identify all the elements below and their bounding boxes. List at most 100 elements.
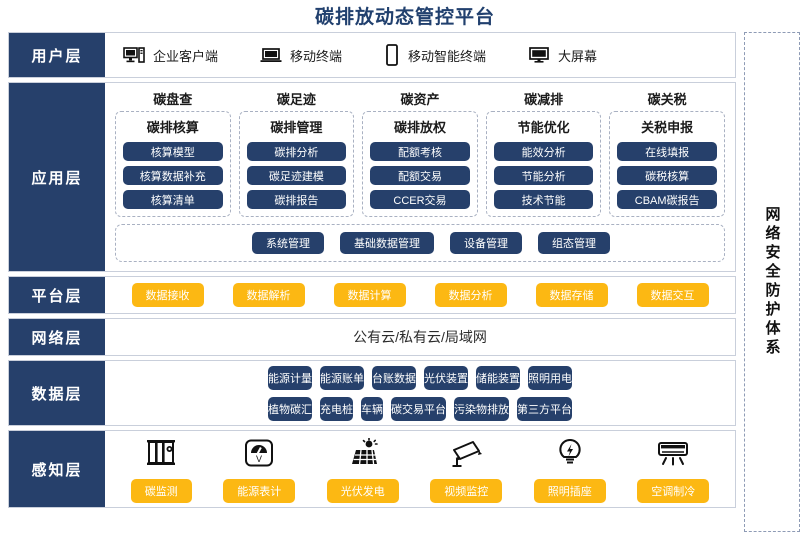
sensing-item-lighting-socket[interactable]: 照明插座 <box>533 434 606 503</box>
app-function-button[interactable]: 碳排分析 <box>246 142 347 161</box>
app-column-carbon-tariff: 碳关税 关税申报 在线填报 碳税核算 CBAM碳报告 <box>609 89 725 217</box>
app-column-title: 碳足迹 <box>276 92 316 107</box>
app-box-title: 关税申报 <box>641 120 694 135</box>
data-button-storage-device[interactable]: 储能装置 <box>476 365 520 390</box>
platform-button-data-receive[interactable]: 数据接收 <box>131 283 204 307</box>
app-column-carbon-reduction: 碳减排 节能优化 能效分析 节能分析 技术节能 <box>485 89 602 217</box>
monitor-icon <box>528 46 550 64</box>
app-column-carbon-inventory: 碳盘查 碳排核算 核算模型 核算数据补充 核算清单 <box>115 89 231 217</box>
sensing-item-label: 视频监控 <box>430 478 503 503</box>
platform-button-data-exchange[interactable]: 数据交互 <box>636 283 709 307</box>
app-column-title: 碳减排 <box>524 92 564 107</box>
desktop-tower-icon <box>123 46 145 64</box>
data-button-pv-device[interactable]: 光伏装置 <box>424 365 468 390</box>
layer-platform-body: 数据接收 数据解析 数据计算 数据分析 数据存储 数据交互 <box>105 277 735 313</box>
cctv-camera-icon <box>449 434 483 472</box>
app-box-title: 碳排管理 <box>270 120 323 135</box>
management-button-system[interactable]: 系统管理 <box>252 232 324 254</box>
platform-button-data-storage[interactable]: 数据存储 <box>535 283 608 307</box>
app-function-button[interactable]: 核算数据补充 <box>123 166 223 185</box>
platform-button-data-compute[interactable]: 数据计算 <box>333 283 406 307</box>
sensing-item-label: 光伏发电 <box>326 478 399 503</box>
platform-button-data-analysis[interactable]: 数据分析 <box>434 283 507 307</box>
user-item-smart-mobile-terminal[interactable]: 移动智能终端 <box>384 44 486 66</box>
management-button-basic-data[interactable]: 基础数据管理 <box>340 232 434 254</box>
app-column-box: 碳排管理 碳排分析 碳足迹建模 碳排报告 <box>238 111 355 217</box>
app-column-box: 节能优化 能效分析 节能分析 技术节能 <box>485 111 602 217</box>
data-button-plant-carbon-sink[interactable]: 植物碳汇 <box>268 396 312 421</box>
carbon-sensor-icon <box>145 434 177 472</box>
sensing-item-energy-meter[interactable]: V 能源表计 <box>223 434 296 503</box>
platform-button-data-parse[interactable]: 数据解析 <box>232 283 305 307</box>
application-columns: 碳盘查 碳排核算 核算模型 核算数据补充 核算清单 碳足迹 碳排管理 碳排分析 <box>115 89 725 217</box>
layer-network-body: 公有云/私有云/局域网 <box>105 319 735 355</box>
data-row: 植物碳汇 充电桩 车辆 碳交易平台 污染物排放 第三方平台 <box>268 396 572 421</box>
layer-application: 应用层 碳盘查 碳排核算 核算模型 核算数据补充 核算清单 碳足迹 <box>8 82 736 272</box>
layer-user: 用户层 <box>8 32 736 78</box>
app-function-button[interactable]: CCER交易 <box>370 190 470 209</box>
user-item-large-screen[interactable]: 大屏幕 <box>528 46 597 65</box>
data-button-charging-pile[interactable]: 充电桩 <box>320 396 353 421</box>
lightbulb-icon <box>555 434 585 472</box>
air-conditioner-icon <box>656 434 690 472</box>
data-button-vehicle[interactable]: 车辆 <box>361 396 383 421</box>
user-item-label: 大屏幕 <box>558 48 598 64</box>
app-function-button[interactable]: 碳税核算 <box>617 166 717 185</box>
data-row: 能源计量 能源账单 台账数据 光伏装置 储能装置 照明用电 <box>268 365 572 390</box>
layer-platform-label: 平台层 <box>9 277 105 313</box>
layer-data-label: 数据层 <box>9 361 105 425</box>
application-management-group: 系统管理 基础数据管理 设备管理 组态管理 <box>115 224 725 262</box>
app-column-box: 关税申报 在线填报 碳税核算 CBAM碳报告 <box>609 111 725 217</box>
svg-text:V: V <box>256 454 262 464</box>
management-button-device[interactable]: 设备管理 <box>450 232 522 254</box>
app-column-carbon-asset: 碳资产 碳排放权 配额考核 配额交易 CCER交易 <box>362 89 478 217</box>
solar-panel-icon <box>346 434 380 472</box>
app-function-button[interactable]: 配额考核 <box>370 142 470 161</box>
app-function-button[interactable]: 配额交易 <box>370 166 470 185</box>
app-function-button[interactable]: 节能分析 <box>493 166 594 185</box>
sensing-item-label: 照明插座 <box>533 478 606 503</box>
app-function-button[interactable]: 核算模型 <box>123 142 223 161</box>
user-item-label: 移动智能终端 <box>408 48 487 64</box>
meter-gauge-icon: V <box>243 434 275 472</box>
app-function-button[interactable]: 在线填报 <box>617 142 717 161</box>
app-function-button[interactable]: 碳排报告 <box>246 190 347 209</box>
layer-user-label: 用户层 <box>9 33 105 77</box>
sensing-item-label: 碳监测 <box>130 478 192 503</box>
layer-sensing-body: 碳监测 V 能源表计 <box>105 431 735 507</box>
network-security-label: 网络安全防护体系 <box>763 206 781 358</box>
app-box-title: 碳排放权 <box>393 120 446 135</box>
sensing-item-solar-power[interactable]: 光伏发电 <box>326 434 399 503</box>
layer-application-body: 碳盘查 碳排核算 核算模型 核算数据补充 核算清单 碳足迹 碳排管理 碳排分析 <box>105 83 735 271</box>
app-function-button[interactable]: 碳足迹建模 <box>246 166 347 185</box>
data-button-ledger-data[interactable]: 台账数据 <box>372 365 416 390</box>
user-item-mobile-terminal[interactable]: 移动终端 <box>260 46 342 65</box>
layer-sensing-label: 感知层 <box>9 431 105 507</box>
layer-network: 网络层 公有云/私有云/局域网 <box>8 318 736 356</box>
app-function-button[interactable]: CBAM碳报告 <box>617 190 717 209</box>
user-item-enterprise-client[interactable]: 企业客户端 <box>123 46 218 65</box>
management-button-configuration[interactable]: 组态管理 <box>538 232 610 254</box>
app-column-box: 碳排放权 配额考核 配额交易 CCER交易 <box>362 111 478 217</box>
layer-user-body: 企业客户端 移动终端 <box>105 33 735 77</box>
data-button-energy-metering[interactable]: 能源计量 <box>268 365 312 390</box>
data-button-pollutant-emission[interactable]: 污染物排放 <box>454 396 509 421</box>
layer-platform: 平台层 数据接收 数据解析 数据计算 数据分析 数据存储 数据交互 <box>8 276 736 314</box>
layer-stack: 用户层 <box>8 32 736 532</box>
sensing-item-carbon-monitor[interactable]: 碳监测 <box>130 434 192 503</box>
data-button-energy-bill[interactable]: 能源账单 <box>320 365 364 390</box>
app-function-button[interactable]: 核算清单 <box>123 190 223 209</box>
app-function-button[interactable]: 技术节能 <box>493 190 594 209</box>
data-button-carbon-trading[interactable]: 碳交易平台 <box>391 396 446 421</box>
app-function-button[interactable]: 能效分析 <box>493 142 594 161</box>
sensing-item-video-surveillance[interactable]: 视频监控 <box>430 434 503 503</box>
user-item-label: 企业客户端 <box>153 48 219 64</box>
network-security-band: 网络安全防护体系 <box>744 32 800 532</box>
data-button-lighting-power[interactable]: 照明用电 <box>528 365 572 390</box>
sensing-item-air-conditioning[interactable]: 空调制冷 <box>637 434 710 503</box>
app-column-carbon-footprint: 碳足迹 碳排管理 碳排分析 碳足迹建模 碳排报告 <box>238 89 355 217</box>
layer-application-label: 应用层 <box>9 83 105 271</box>
layer-data-body: 能源计量 能源账单 台账数据 光伏装置 储能装置 照明用电 植物碳汇 充电桩 车… <box>105 361 735 425</box>
data-button-third-party[interactable]: 第三方平台 <box>517 396 572 421</box>
app-column-title: 碳关税 <box>647 92 687 107</box>
